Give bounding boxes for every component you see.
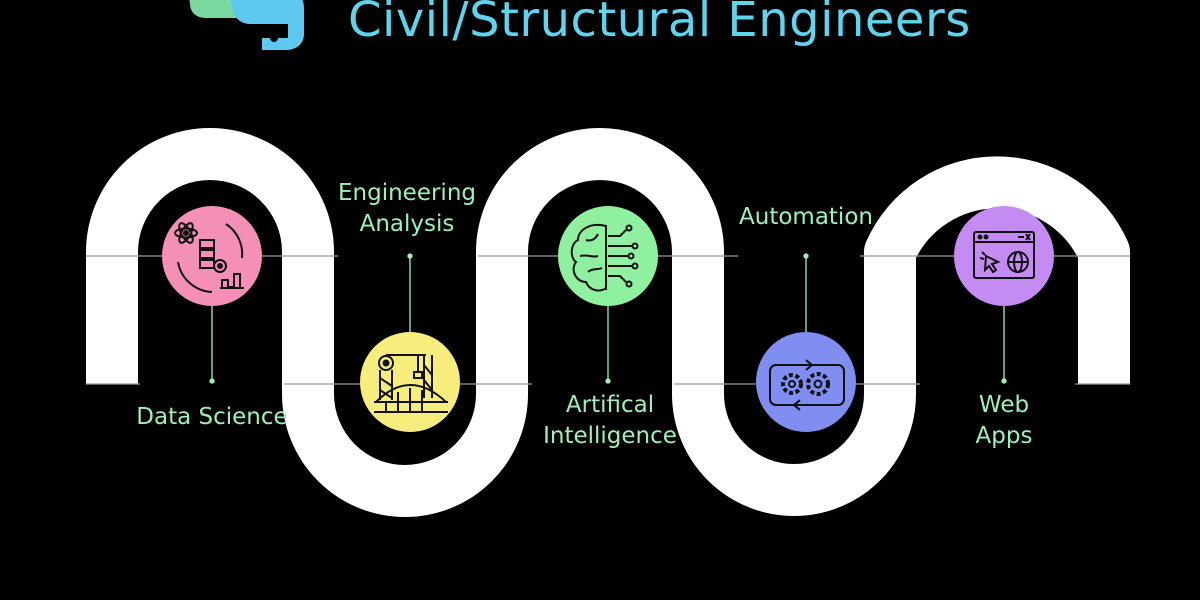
web-browser-icon bbox=[973, 231, 1035, 279]
serpentine-road bbox=[86, 128, 1130, 517]
label-automation: Automation bbox=[739, 204, 873, 230]
brain-circuit-icon bbox=[570, 224, 639, 292]
bridge-crane-icon bbox=[374, 354, 448, 413]
step-circle-5 bbox=[954, 206, 1054, 306]
label-connectors bbox=[209, 253, 1007, 384]
road-divider-lines bbox=[86, 255, 1130, 385]
label-web-apps: Web Apps bbox=[975, 392, 1033, 449]
python-logo-icon bbox=[189, 0, 304, 50]
step-circle-2 bbox=[360, 332, 460, 432]
label-artificial-intelligence: Artifical Intelligence bbox=[543, 392, 677, 449]
page-title: Civil/Structural Engineers bbox=[348, 0, 971, 48]
label-data-science: Data Science bbox=[136, 404, 288, 430]
gears-cycle-icon bbox=[769, 359, 845, 411]
step-circle-4 bbox=[756, 332, 856, 432]
label-engineering-analysis: Engineering Analysis bbox=[338, 180, 476, 237]
data-science-icon bbox=[174, 222, 244, 293]
